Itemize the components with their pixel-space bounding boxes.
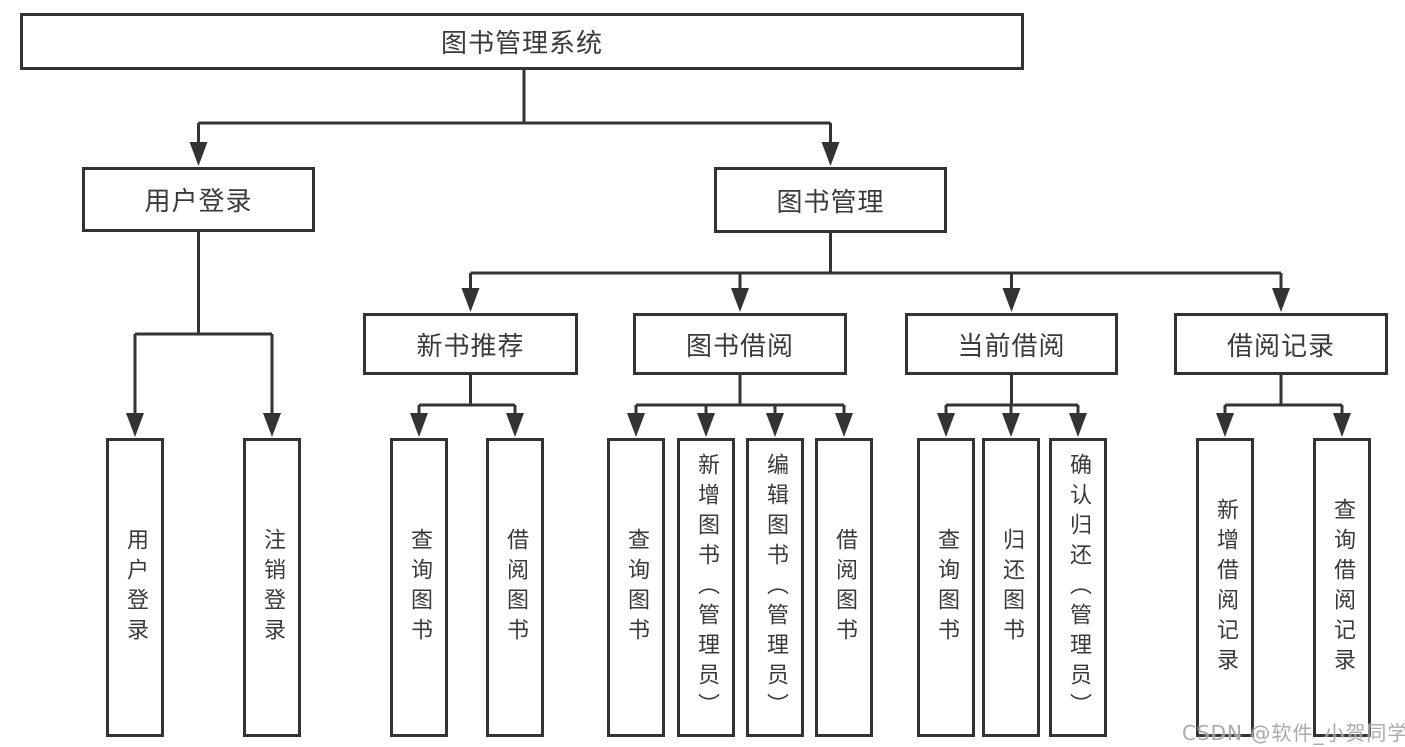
connector-records-to-leaves [1216,375,1351,437]
leaf-records-add-record: 新增借阅记录 [1196,438,1254,737]
leaf-label: 归还图书 [999,527,1024,648]
leaf-current-confirm-return-admin: 确认归还（管理员） [1049,438,1107,737]
leaf-recommend-borrow-book: 借阅图书 [486,438,544,737]
arrow-down-icon [697,413,715,437]
leaf-logout: 注销登录 [243,438,301,737]
arrow-down-icon [627,413,645,437]
leaf-label: 编辑图书（管理员） [763,452,788,723]
leaf-label: 用户登录 [123,527,148,648]
leaf-label: 新增借阅记录 [1213,497,1238,678]
leaf-label: 查询借阅记录 [1330,497,1355,678]
connector-current-to-leaves [937,375,1087,437]
arrow-down-icon [1002,413,1020,437]
arrow-down-icon [835,413,853,437]
arrow-down-icon [1272,288,1290,312]
leaf-label: 新增图书（管理员） [694,452,719,723]
connector-borrow-to-leaves [627,375,853,437]
arrow-down-icon [506,413,524,437]
leaf-current-return-book: 归还图书 [982,438,1040,737]
arrow-down-icon [189,142,208,166]
arrow-down-icon [126,413,144,437]
node-borrow-records: 借阅记录 [1174,313,1388,375]
node-book-management: 图书管理 [714,167,947,233]
connector-book-mgmt-to-level3 [461,233,1290,312]
arrow-down-icon [410,413,428,437]
connector-recommend-to-leaves [410,375,524,437]
leaf-user-login: 用户登录 [106,438,164,737]
arrow-down-icon [731,288,749,312]
arrow-down-icon [821,142,840,166]
leaf-borrow-add-book-admin: 新增图书（管理员） [677,438,735,737]
leaf-label: 查询图书 [624,527,649,648]
leaf-label: 注销登录 [260,527,285,648]
leaf-label: 查询图书 [934,527,959,648]
leaf-records-query-record: 查询借阅记录 [1313,438,1371,737]
leaf-current-query-book: 查询图书 [917,438,975,737]
arrow-down-icon [937,413,955,437]
leaf-label: 确认归还（管理员） [1066,452,1091,723]
connector-root-to-level2 [189,70,840,166]
arrow-down-icon [1216,413,1234,437]
node-book-borrow: 图书借阅 [633,313,847,375]
connector-user-login-to-leaves [126,232,281,437]
leaf-label: 借阅图书 [503,527,528,648]
arrow-down-icon [766,413,784,437]
node-current-borrow: 当前借阅 [905,313,1118,375]
watermark: CSDN @软件_小贺同学 [1182,721,1405,745]
node-root-library-system: 图书管理系统 [20,13,1024,70]
leaf-borrow-edit-book-admin: 编辑图书（管理员） [746,438,804,737]
leaf-borrow-query-book: 查询图书 [607,438,665,737]
arrow-down-icon [461,288,480,312]
node-user-login: 用户登录 [82,167,315,232]
leaf-borrow-borrow-book: 借阅图书 [815,438,873,737]
node-new-book-recommend: 新书推荐 [363,313,578,375]
arrow-down-icon [1333,413,1351,437]
arrow-down-icon [263,413,281,437]
leaf-label: 借阅图书 [832,527,857,648]
leaf-recommend-query-book: 查询图书 [390,438,448,737]
leaf-label: 查询图书 [407,527,432,648]
arrow-down-icon [1002,288,1021,312]
arrow-down-icon [1069,413,1087,437]
